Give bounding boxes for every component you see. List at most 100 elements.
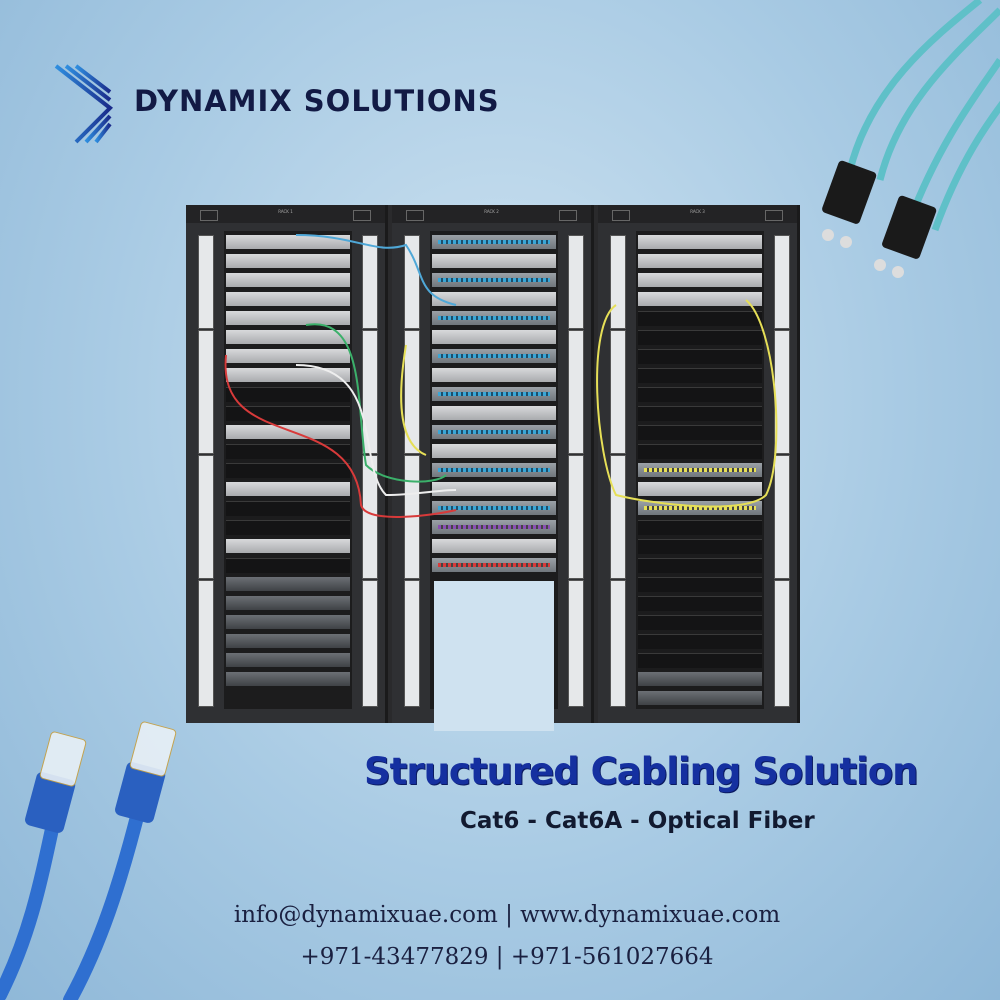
rack-unit-blank [638,311,762,326]
logo-icon [48,64,114,144]
cable [400,344,427,456]
rack-unit-switch [432,368,556,382]
rack-side-panel [198,235,214,329]
rack-unit-yellow [638,463,762,477]
rack-unit-blank [638,596,762,611]
rack-unit-blank [226,558,350,573]
rack-unit-red [432,558,556,572]
rack-side-panel [568,330,584,454]
rack-top: RACK 3 [598,205,797,223]
rack-unit-switch [638,482,762,496]
cable [596,299,778,508]
rack: RACK 3 [598,205,800,723]
rack-unit-switch [432,406,556,420]
rack-unit-blank [226,463,350,478]
rack-side-panel [198,330,214,454]
rack-side-panel [404,580,420,707]
rack-unit-blank [638,349,762,364]
rack-unit-switch [432,330,556,344]
rack-unit-blank [638,368,762,383]
server-racks-image: RACK 1 RACK 2 RACK 3 [186,205,800,731]
rack-unit-blank [638,653,762,668]
rack-unit-blank [638,558,762,573]
cable [305,323,447,483]
rack-unit-server [638,691,762,705]
rack-unit-blank [638,539,762,554]
rack-unit-blank [638,387,762,402]
rack-side-panel [774,455,790,579]
rack-label: RACK 1 [278,209,293,214]
rack-unit-blank [638,406,762,421]
rack-unit-switch [226,292,350,306]
rack-unit-blank [638,444,762,459]
rack-unit-server [226,653,350,667]
rack-unit-switch [226,539,350,553]
fiber-connector-icon [822,0,1000,278]
cable [295,364,457,497]
rack-unit-switch [226,330,350,344]
rack-unit-switch [226,311,350,325]
rack-interior [224,231,352,709]
rack-side-panel [774,235,790,329]
rack-label: RACK 2 [484,209,499,214]
rack-unit-patch [432,501,556,515]
rack-top: RACK 1 [186,205,385,223]
rack-unit-switch [226,254,350,268]
rack-side-panel [198,580,214,707]
rack-interior [430,231,558,731]
rack-unit-patch [432,349,556,363]
rack-unit-blank [638,425,762,440]
rack-side-panel [568,455,584,579]
rack-label: RACK 3 [690,209,705,214]
rack-interior [636,231,764,709]
rack-unit-purple [432,520,556,534]
rack-top: RACK 2 [392,205,591,223]
rack-unit-blank [226,387,350,402]
rack-unit-switch [226,273,350,287]
rack-unit-blank [638,330,762,345]
rack-unit-switch [226,368,350,382]
cables [224,234,778,518]
rack-side-panel [568,580,584,707]
brand-name: DYNAMIX SOLUTIONS [134,84,500,118]
rack-side-panel [362,235,378,329]
rack-unit-blank [226,520,350,535]
rack-unit-patch [432,235,556,249]
rack-unit-switch [432,292,556,306]
headline: Structured Cabling Solution [364,750,918,793]
rack-unit-switch [638,273,762,287]
rack-unit-switch [432,254,556,268]
contact-email-web[interactable]: info@dynamixuae.com | www.dynamixuae.com [233,902,781,928]
cable [295,234,457,306]
rack-side-panel [404,235,420,329]
rack-side-panel [362,580,378,707]
rack: RACK 2 [392,205,594,731]
rack-unit-patch [432,463,556,477]
contact-phones[interactable]: +971-43477829 | +971-561027664 [300,944,714,970]
rack-unit-switch [432,444,556,458]
rack-unit-switch [638,292,762,306]
rack-unit-blank [638,520,762,535]
rack-unit-blank [638,577,762,592]
rack-unit-switch [226,425,350,439]
rack-unit-blank [638,634,762,649]
rack-side-panel [198,455,214,579]
ethernet-cable-icon [0,721,177,1000]
rack: RACK 1 [186,205,388,723]
rack-unit-switch [638,235,762,249]
cable [224,354,457,518]
rack-unit-switch [226,482,350,496]
rack-unit-switch [638,254,762,268]
rack-unit-server [226,672,350,686]
rack-unit-server [226,596,350,610]
rack-unit-blank [226,501,350,516]
rack-unit-server [226,577,350,591]
rack-unit-patch [432,273,556,287]
rack-unit-switch [432,482,556,496]
rack-unit-server [226,615,350,629]
rack-unit-server [638,672,762,686]
subheadline: Cat6 - Cat6A - Optical Fiber [460,808,815,834]
rack-unit-patch [432,311,556,325]
rack-unit-switch [432,539,556,553]
rack-unit-blank [638,615,762,630]
